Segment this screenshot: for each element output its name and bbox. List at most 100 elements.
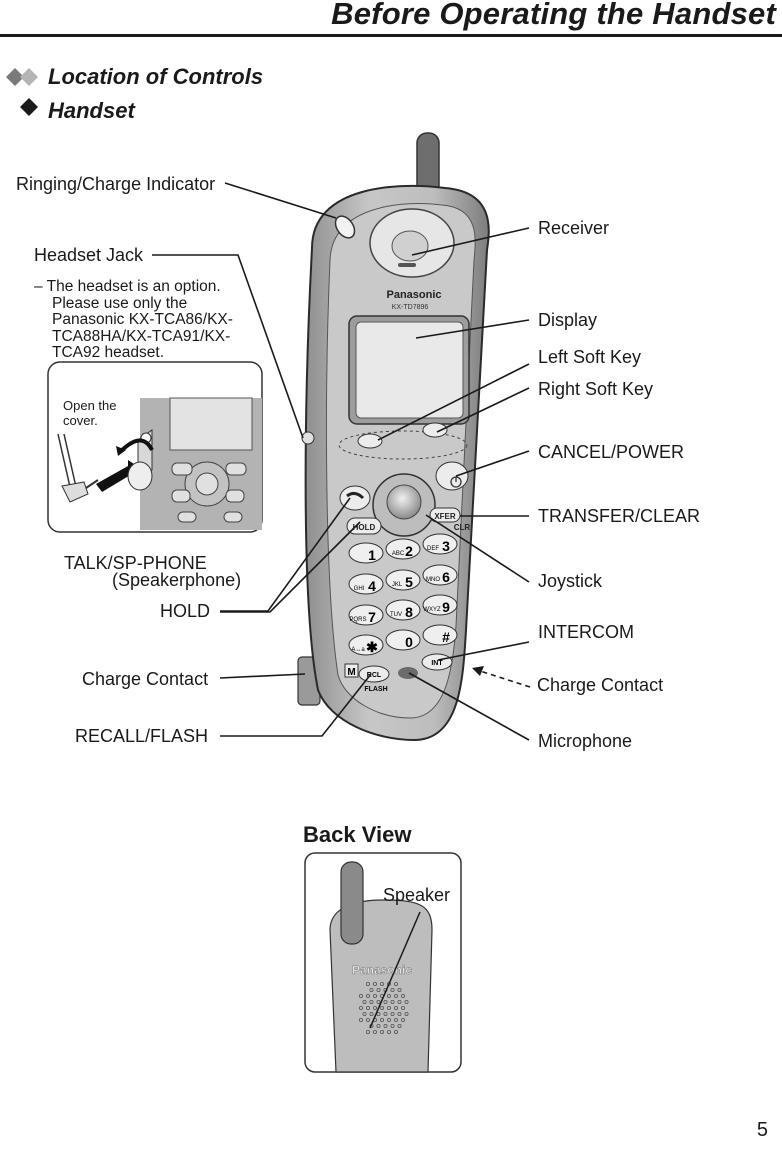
key-hash: # [442, 629, 450, 645]
label-speaker: Speaker [383, 885, 451, 905]
key-0: 0 [405, 634, 413, 650]
speaker-hole [390, 1024, 395, 1029]
page-number: 5 [756, 1119, 768, 1141]
int-key-label: INT [431, 660, 443, 667]
speaker-hole [376, 988, 381, 993]
open-cover-inset [47, 361, 263, 533]
open-cover-line-2: cover. [63, 413, 98, 428]
speaker-hole [404, 1012, 409, 1017]
speaker-hole [397, 1024, 402, 1029]
key-9-letters: WXYZ [423, 607, 441, 613]
speaker-hole [379, 1018, 384, 1023]
flash-key-label: FLASH [364, 686, 387, 693]
key-5-letters: JKL [392, 582, 403, 588]
keypad: 1 2 3 4 5 6 7 8 9 ✱ 0 # ABC DEF GHI JKL … [348, 533, 458, 656]
label-recall-flash: RECALL/FLASH [75, 726, 209, 746]
key-2: 2 [405, 543, 413, 559]
charge-contact-dashed-leader [479, 670, 531, 688]
speaker-hole [379, 1030, 384, 1035]
label-joystick: Joystick [538, 571, 603, 591]
speaker-hole [400, 1006, 405, 1011]
label-intercom: INTERCOM [538, 622, 634, 642]
speaker-hole [390, 1012, 395, 1017]
key-4-letters: GHI [354, 586, 365, 592]
handset-brand: Panasonic [386, 289, 441, 301]
headset-note-line-4: TCA88HA/KX-TCA91/KX- [52, 327, 231, 345]
key-5: 5 [405, 574, 413, 590]
headset-note-line-2: Please use only the [52, 294, 188, 312]
key-7-letters: PQRS [349, 617, 366, 623]
key-6: 6 [442, 569, 450, 585]
speaker-hole [393, 1006, 398, 1011]
m-key-label: M [347, 667, 355, 678]
speaker-hole [393, 982, 398, 987]
speaker-hole [362, 1012, 367, 1017]
speaker-hole [358, 1018, 363, 1023]
speaker-hole [365, 1018, 370, 1023]
section-heading: Location of Controls [48, 64, 264, 89]
headset-note-line-5: TCA92 headset. [52, 344, 165, 361]
open-cover-note: Open the cover. [63, 398, 117, 428]
speaker-hole [397, 1012, 402, 1017]
speaker-hole [400, 994, 405, 999]
key-7: 7 [368, 609, 376, 625]
headset-note-line-1: – The headset is an option. [34, 278, 221, 295]
speaker-hole [386, 1006, 391, 1011]
speaker-hole [358, 1006, 363, 1011]
speaker-hole [365, 982, 370, 987]
label-right-soft-key: Right Soft Key [538, 379, 654, 399]
label-microphone: Microphone [538, 731, 633, 751]
speaker-hole [397, 1000, 402, 1005]
speaker-hole [362, 1000, 367, 1005]
speaker-hole [365, 1006, 370, 1011]
key-4: 4 [368, 578, 376, 594]
speaker-grille [358, 982, 409, 1035]
key-2-letters: ABC [392, 551, 405, 557]
key-8: 8 [405, 604, 413, 620]
handset-illustration: Panasonic KX-TD7896 HOLD XFER CLR [297, 132, 490, 742]
back-view-illustration: Panasonic [304, 852, 462, 1073]
key-3: 3 [442, 538, 450, 554]
speaker-hole [372, 994, 377, 999]
label-left-soft-key: Left Soft Key [538, 347, 642, 367]
speaker-hole [358, 994, 363, 999]
key-1: 1 [368, 547, 376, 563]
speaker-hole [376, 1012, 381, 1017]
label-talk: TALK/SP-PHONE [64, 553, 207, 573]
speaker-hole [372, 1030, 377, 1035]
open-cover-line-1: Open the [63, 398, 117, 413]
speaker-hole [383, 1012, 388, 1017]
speaker-hole [400, 1018, 405, 1023]
label-cancel-power: CANCEL/POWER [538, 442, 685, 462]
speaker-hole [393, 1030, 398, 1035]
speaker-hole [376, 1000, 381, 1005]
speaker-hole [390, 1000, 395, 1005]
speaker-hole [369, 988, 374, 993]
label-transfer-clear: TRANSFER/CLEAR [538, 506, 701, 526]
speaker-hole [386, 1018, 391, 1023]
title-rule [0, 34, 782, 37]
speaker-hole [386, 1030, 391, 1035]
rcl-key-label: RCL [367, 672, 382, 679]
speaker-hole [393, 994, 398, 999]
back-view-title: Back View [303, 822, 412, 847]
label-ringing-indicator: Ringing/Charge Indicator [16, 174, 216, 194]
back-brand: Panasonic [352, 963, 412, 977]
label-hold: HOLD [160, 601, 211, 621]
xfer-key-label: XFER [434, 512, 456, 521]
headset-note-line-3: Panasonic KX-TCA86/KX- [52, 311, 233, 328]
label-headset-jack: Headset Jack [34, 245, 144, 265]
key-3-letters: DEF [427, 546, 439, 552]
speaker-hole [393, 1018, 398, 1023]
speaker-hole [369, 1000, 374, 1005]
speaker-hole [365, 1030, 370, 1035]
charge-contact-arrow-icon [472, 666, 484, 676]
leader-lines [152, 182, 530, 741]
speaker-hole [404, 1000, 409, 1005]
label-display: Display [538, 310, 598, 330]
speaker-hole [386, 994, 391, 999]
hold-key-label: HOLD [353, 523, 376, 532]
speaker-hole [383, 1024, 388, 1029]
section-diamonds-icon [6, 68, 38, 116]
